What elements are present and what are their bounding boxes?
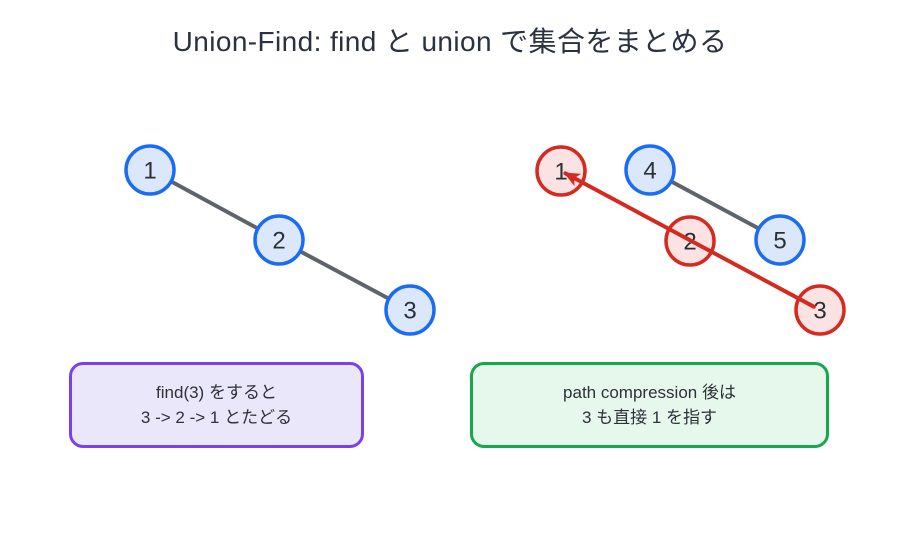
arrows-layer — [563, 171, 816, 309]
path-compression-callout: path compression 後は 3 も直接 1 を指す — [470, 362, 829, 448]
node-label-right-4: 4 — [643, 157, 656, 184]
node-circle-left-3 — [384, 284, 436, 336]
parent-edge-left-1-left-2 — [169, 179, 260, 231]
node-circle-right-3 — [794, 284, 846, 336]
nodes-layer: 12314253 — [124, 144, 846, 336]
node-circle-right-5 — [754, 214, 806, 266]
path-compression-callout-line-1: path compression 後は — [563, 383, 736, 402]
node-circle-right-4 — [624, 144, 676, 196]
node-label-left-2: 2 — [272, 227, 285, 254]
path-compression-callout-line-2: 3 も直接 1 を指す — [581, 408, 718, 427]
find-callout-line-2: 3 -> 2 -> 1 とたどる — [140, 408, 293, 427]
node-label-right-5: 5 — [773, 227, 786, 254]
node-label-left-3: 3 — [403, 297, 416, 324]
node-circle-left-2 — [253, 214, 305, 266]
parent-edge-right-4-right-5 — [670, 179, 760, 231]
path-compression-arrow-right-3-right-1 — [563, 171, 816, 309]
find-callout: find(3) をすると 3 -> 2 -> 1 とたどる — [69, 362, 364, 448]
edges-layer — [169, 179, 760, 301]
node-circle-left-1 — [124, 144, 176, 196]
find-callout-line-1: find(3) をすると — [156, 383, 277, 402]
parent-edge-left-2-left-3 — [299, 249, 390, 301]
node-label-right-3: 3 — [813, 297, 826, 324]
page-title: Union-Find: find と union で集合をまとめる — [172, 26, 728, 57]
node-label-left-1: 1 — [143, 157, 156, 184]
